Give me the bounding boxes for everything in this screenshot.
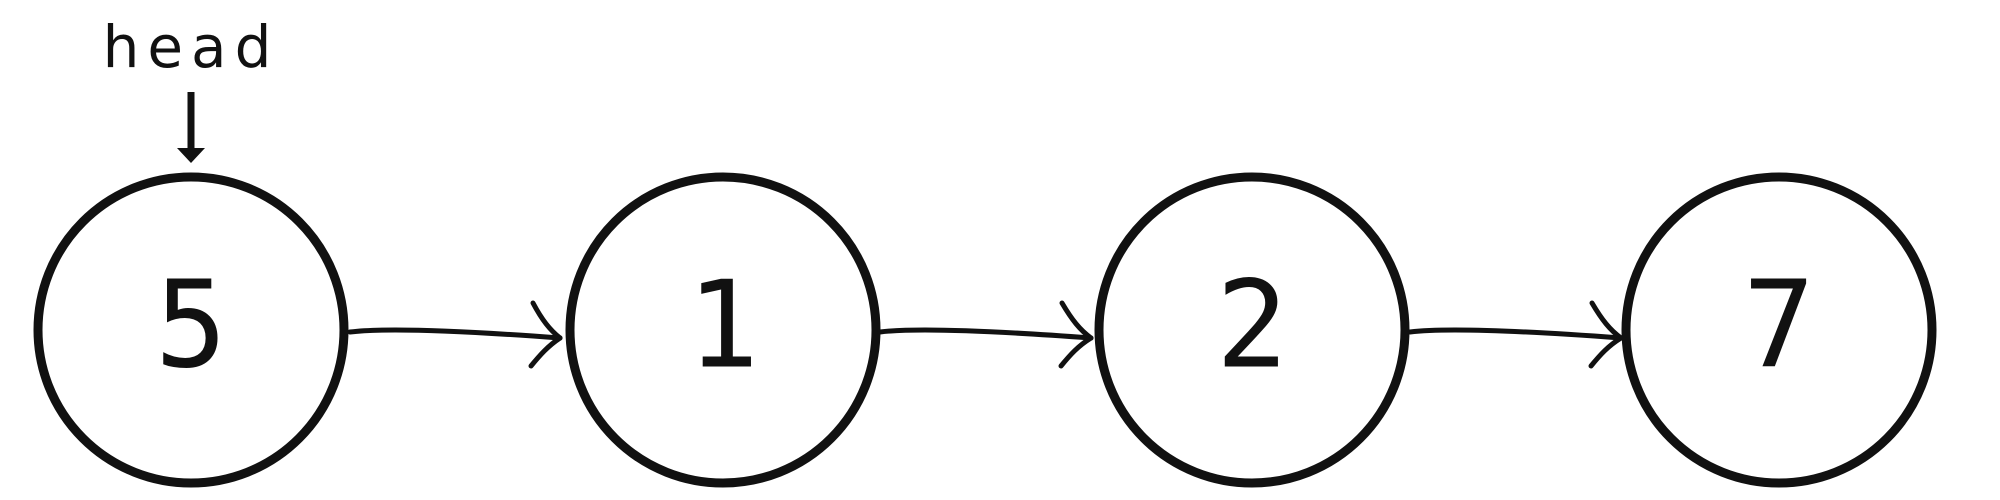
- next-arrow-3: [1407, 300, 1624, 369]
- node-circle: [1094, 172, 1410, 488]
- next-arrow-head-bottom: [1058, 335, 1094, 369]
- head-pointer-tip: [177, 148, 205, 163]
- list-node-4: 7: [1621, 172, 1937, 488]
- node-circle: [1621, 172, 1937, 488]
- list-node-1: 5: [33, 172, 349, 488]
- list-node-3: 2: [1094, 172, 1410, 488]
- next-arrow-head-bottom: [1588, 335, 1624, 369]
- next-arrow-head-bottom: [528, 335, 563, 369]
- next-arrow-1: [347, 300, 563, 369]
- node-value: 1: [687, 257, 759, 396]
- next-arrow-head-top: [1059, 300, 1094, 341]
- next-arrow-2: [877, 300, 1094, 369]
- next-arrow-line: [347, 327, 563, 341]
- node-value: 5: [155, 257, 227, 396]
- head-label: head: [103, 13, 280, 81]
- node-circle: [565, 172, 881, 488]
- list-node-2: 1: [565, 172, 881, 488]
- node-value: 7: [1743, 257, 1815, 396]
- node-value: 2: [1216, 257, 1288, 396]
- next-arrow-line: [1407, 327, 1624, 341]
- node-circle: [33, 172, 349, 488]
- head-pointer-arrow: [177, 92, 205, 163]
- next-arrow-head-top: [1589, 300, 1624, 341]
- next-arrow-line: [877, 327, 1094, 341]
- next-arrow-head-top: [530, 300, 563, 341]
